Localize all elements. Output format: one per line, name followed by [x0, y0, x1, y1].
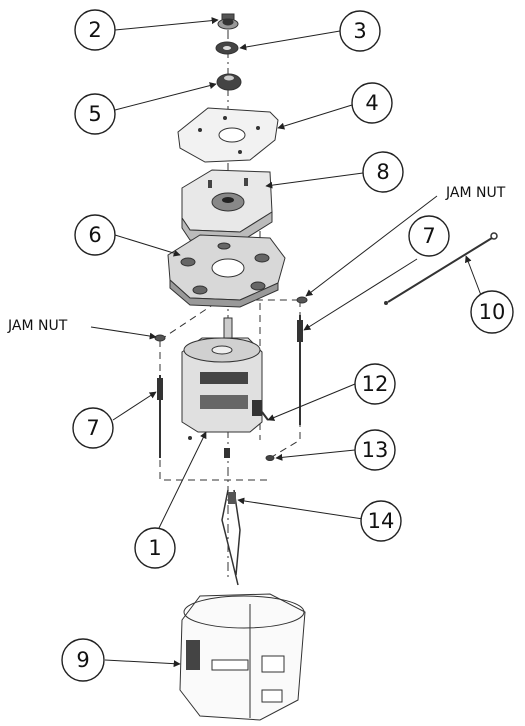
jam-nut-label-right: JAM NUT — [445, 185, 506, 201]
callout-4-text: 4 — [365, 91, 378, 115]
part-4-top-plate — [177, 107, 279, 163]
callout-14-text: 14 — [368, 509, 395, 533]
callout-13-text: 13 — [362, 438, 389, 462]
callout-10-text: 10 — [479, 300, 506, 324]
part-12-screw — [261, 411, 269, 421]
callout-6-text: 6 — [88, 223, 101, 247]
jam-nut-label-left: JAM NUT — [7, 318, 68, 334]
callout-7-left-text: 7 — [86, 416, 99, 440]
callout-1-text: 1 — [148, 536, 161, 560]
part-13-washer — [265, 455, 275, 461]
leader-lines — [90, 17, 488, 668]
callout-2: 2 — [74, 9, 116, 51]
callout-5: 5 — [74, 93, 116, 135]
callout-10: 10 — [470, 290, 514, 334]
jam-nut-left-part — [154, 334, 166, 342]
part-6-bracket — [167, 234, 286, 308]
jam-nut-right-part — [296, 296, 308, 304]
part-10-wire-lead — [384, 232, 498, 305]
callout-12: 12 — [354, 363, 396, 405]
callout-9: 9 — [61, 638, 105, 682]
callout-1: 1 — [134, 527, 176, 569]
callout-7-right: 7 — [408, 215, 450, 257]
callout-13: 13 — [354, 429, 396, 471]
callout-8-text: 8 — [376, 160, 389, 184]
part-7-rod-left — [157, 375, 163, 458]
callout-8: 8 — [362, 151, 404, 193]
part-3-washer — [215, 41, 239, 55]
callout-3-text: 3 — [353, 19, 366, 43]
part-9-housing — [179, 593, 306, 721]
callout-2-text: 2 — [88, 18, 101, 42]
callout-7-left: 7 — [72, 407, 114, 449]
callout-7-right-text: 7 — [422, 224, 435, 248]
callout-4: 4 — [351, 82, 393, 124]
part-2-top-nut — [217, 13, 239, 30]
part-1-motor — [181, 317, 263, 440]
part-14-lead-assembly — [221, 448, 241, 586]
callout-5-text: 5 — [88, 102, 101, 126]
callout-6: 6 — [74, 214, 116, 256]
callout-9-text: 9 — [76, 648, 89, 672]
part-5-grommet — [216, 73, 242, 91]
callout-3: 3 — [339, 10, 381, 52]
callout-14: 14 — [360, 500, 402, 542]
part-8-motor-plate — [181, 169, 273, 243]
callout-12-text: 12 — [362, 372, 389, 396]
part-7-rod-right — [297, 315, 303, 425]
